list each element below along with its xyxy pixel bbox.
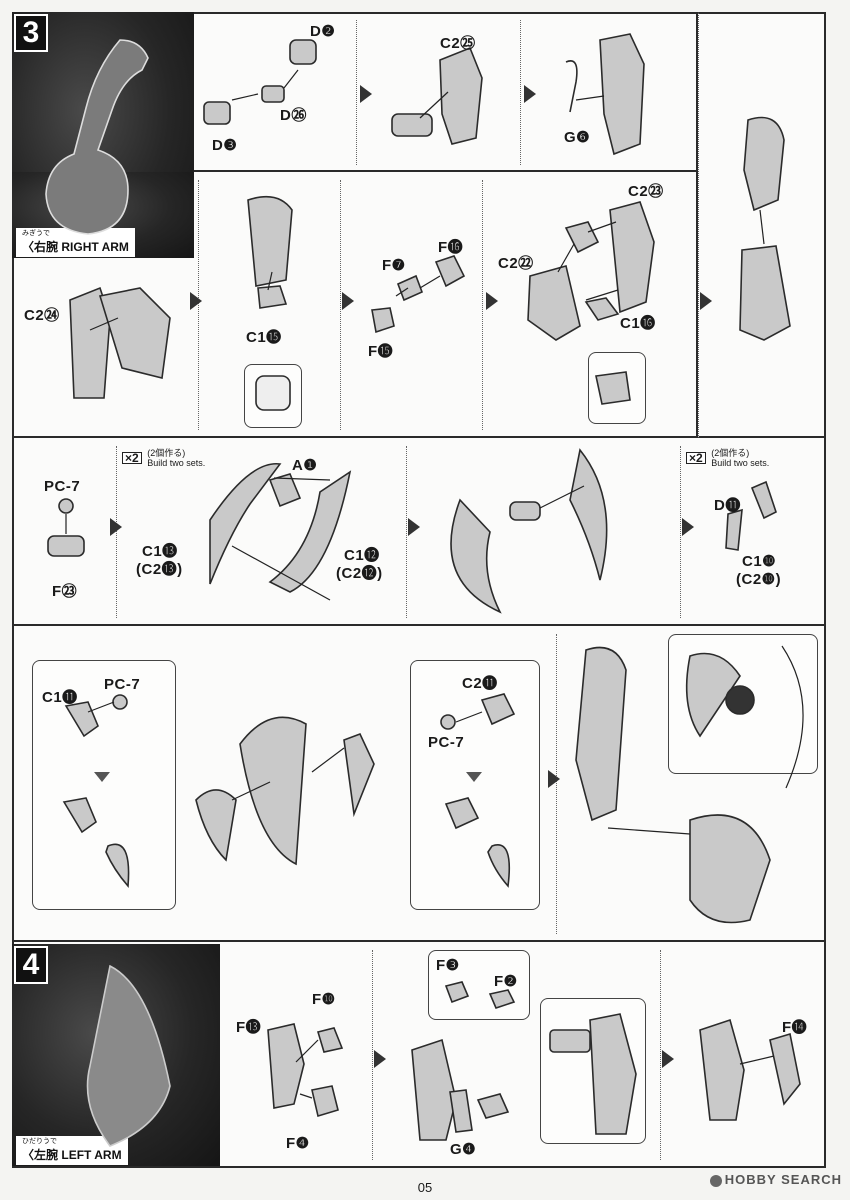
part-label: G❹	[450, 1141, 477, 1158]
step3-label-jp: 右腕	[34, 240, 59, 254]
watermark-text: HOBBY SEARCH	[724, 1172, 842, 1187]
part-label: C2⓫	[462, 675, 498, 692]
hobby-search-logo-icon	[709, 1174, 722, 1187]
part-label: F❷	[494, 973, 518, 990]
x2-jp: (2個作る)	[711, 448, 750, 458]
c211-subassembly-box	[410, 660, 540, 910]
part-label: F㉓	[52, 583, 78, 600]
x2-jp: (2個作る)	[147, 448, 186, 458]
divider	[356, 20, 357, 165]
divider	[482, 180, 483, 430]
page-number: 05	[417, 1180, 433, 1195]
part-label: D㉖	[280, 107, 307, 124]
part-label: A❶	[292, 457, 318, 474]
down-arrow	[466, 772, 482, 782]
build-two-note: ×2 (2個作る)Build two sets.	[686, 448, 769, 468]
step-arrow	[682, 518, 694, 536]
build-two-note: ×2 (2個作る)Build two sets.	[122, 448, 205, 468]
part-label: C1⓰	[620, 315, 656, 332]
divider	[680, 446, 681, 618]
part-label: F⓯	[368, 343, 394, 360]
part-label: PC-7	[44, 478, 81, 495]
part-label: F❸	[436, 957, 460, 974]
part-label: C2㉒	[498, 255, 534, 272]
part-label: (C2⓬)	[336, 565, 383, 582]
divider	[340, 180, 341, 430]
x2-en: Build two sets.	[147, 458, 206, 468]
step4-ruby: ひだりうで	[22, 1138, 57, 1145]
part-label: F❼	[382, 257, 406, 274]
step-arrow	[190, 292, 202, 310]
part-label: PC-7	[104, 676, 141, 693]
part-label: PC-7	[428, 734, 465, 751]
part-label: C2㉓	[628, 183, 664, 200]
x2-badge: ×2	[686, 452, 706, 464]
divider	[372, 950, 373, 1160]
part-label: C2㉕	[440, 35, 476, 52]
step4-label-jp: 左腕	[34, 1148, 59, 1162]
step-arrow	[110, 518, 122, 536]
f3-f2-subassembly-box	[428, 950, 530, 1020]
part-label: C1⓫	[42, 689, 78, 706]
x2-en: Build two sets.	[711, 458, 770, 468]
part-label: C1❿	[742, 553, 777, 570]
step-arrow	[548, 770, 560, 788]
step3-ruby: みぎうで	[22, 230, 50, 237]
part-label: C1⓭	[142, 543, 178, 560]
part-label: (C2❿)	[736, 571, 782, 588]
step-arrow	[342, 292, 354, 310]
c111-subassembly-box	[32, 660, 176, 910]
step-arrow	[700, 292, 712, 310]
divider	[520, 20, 521, 165]
step4-label-en: LEFT ARM	[61, 1148, 122, 1162]
part-label: D❸	[212, 137, 238, 154]
down-arrow	[94, 772, 110, 782]
step-arrow	[524, 85, 536, 103]
part-label: F❿	[312, 991, 336, 1008]
watermark: HOBBY SEARCH	[709, 1172, 842, 1187]
step3-photo-label-cover: みぎうで 〈右腕 RIGHT ARM	[16, 228, 135, 257]
step-arrow	[662, 1050, 674, 1068]
part-label: F⓭	[236, 1019, 262, 1036]
step-arrow	[408, 518, 420, 536]
x2-badge: ×2	[122, 452, 142, 464]
part-label: (C2⓭)	[136, 561, 183, 578]
part-label: G❻	[564, 129, 591, 146]
step-arrow	[486, 292, 498, 310]
divider	[406, 446, 407, 618]
part-label: D❷	[310, 23, 336, 40]
step3-number: 3	[14, 14, 48, 52]
divider	[660, 950, 661, 1160]
part-label: C1⓯	[246, 329, 282, 346]
step4-number: 4	[14, 946, 48, 984]
part-label: D⓫	[714, 497, 741, 514]
step-arrow	[374, 1050, 386, 1068]
part-label: F⓮	[782, 1019, 808, 1036]
step3-label-en: RIGHT ARM	[61, 240, 129, 254]
part-label: C2㉔	[24, 307, 60, 324]
part-label: F❹	[286, 1135, 310, 1152]
part-label: F⓰	[438, 239, 464, 256]
part-label: C1⓬	[344, 547, 380, 564]
step-arrow	[360, 85, 372, 103]
